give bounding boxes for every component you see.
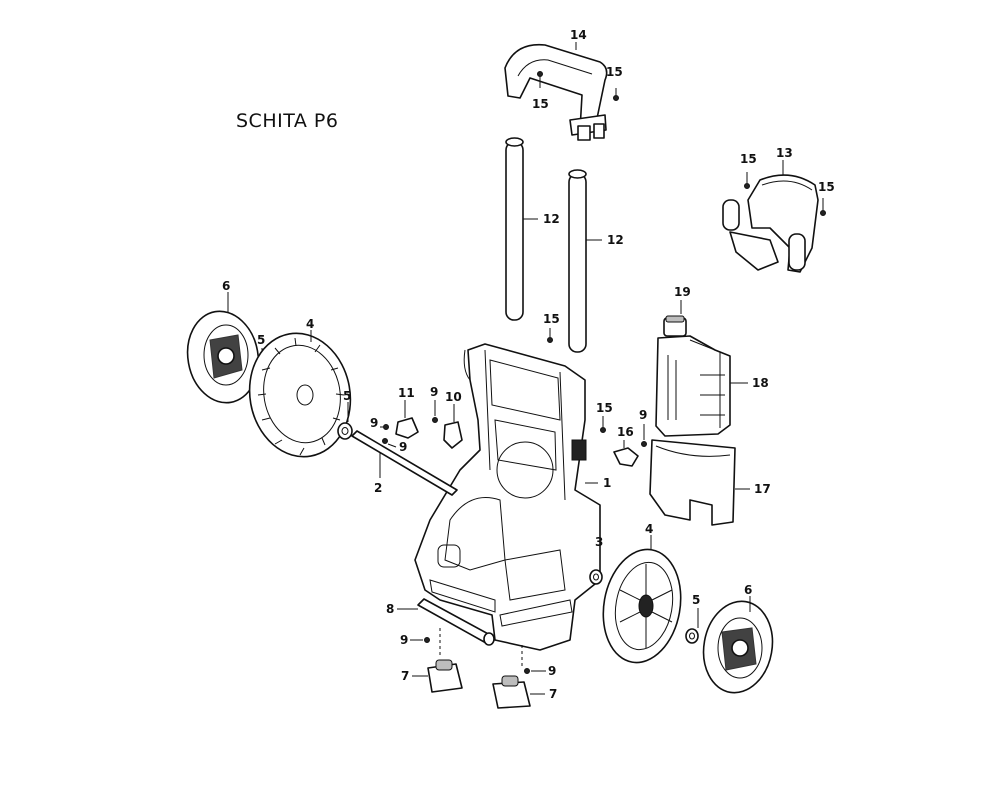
callout-13: 13: [776, 146, 793, 160]
part-detergent-bottle: [655, 300, 748, 437]
part-foot-left: [412, 659, 463, 693]
part-front-bar: [397, 598, 495, 646]
part-tube-right: [568, 169, 602, 353]
callout-12-left: 12: [543, 212, 560, 226]
part-bracket-11: [395, 400, 419, 439]
part-clip-10: [443, 404, 463, 449]
callout-5-right: 5: [692, 593, 700, 607]
part-axle: [351, 430, 458, 496]
screw-15-holder-left: [744, 172, 750, 189]
callout-15-handle-left: 15: [532, 97, 549, 111]
callout-15-handle-right: 15: [606, 65, 623, 79]
part-washer-right-outer: [685, 608, 699, 644]
screw-9-foot-right: [521, 645, 546, 674]
callout-12-right: 12: [607, 233, 624, 247]
part-wheel-right: [602, 535, 682, 664]
screw-15-frame-top: [547, 328, 553, 343]
part-hubcap-left: [186, 292, 260, 404]
callout-5-left-outer: 5: [257, 333, 265, 347]
part-handle: [504, 42, 608, 141]
part-main-frame: [414, 343, 601, 651]
callout-14: 14: [570, 28, 587, 42]
callout-18: 18: [752, 376, 769, 390]
screw-9-bracket-left: [380, 424, 389, 430]
callout-15-frame-top: 15: [543, 312, 560, 326]
screw-15-handle-left: [537, 71, 543, 88]
callout-16: 16: [617, 425, 634, 439]
callout-9-side: 9: [639, 408, 647, 422]
callout-6-right: 6: [744, 583, 752, 597]
callout-19: 19: [674, 285, 691, 299]
callout-2: 2: [374, 481, 382, 495]
screw-15-side: [600, 416, 606, 433]
callout-17: 17: [754, 482, 771, 496]
screw-15-handle-right: [613, 88, 619, 101]
callout-7-right: 7: [549, 687, 557, 701]
screw-15-holder-right: [820, 198, 826, 216]
callout-9-foot-right: 9: [548, 664, 556, 678]
callout-1: 1: [603, 476, 611, 490]
callout-15-holder-left: 15: [740, 152, 757, 166]
screw-9-bracket-top: [432, 400, 438, 423]
screw-9-bracket-low: [382, 438, 397, 448]
screw-9-side: [641, 424, 647, 447]
callout-10: 10: [445, 390, 462, 404]
callout-4-left: 4: [306, 317, 314, 331]
callout-8: 8: [386, 602, 394, 616]
part-clip-16: [613, 440, 639, 467]
callout-9-bracket-top: 9: [430, 385, 438, 399]
callout-15-holder-right: 15: [818, 180, 835, 194]
callout-3: 3: [595, 535, 603, 549]
callout-9-foot-left: 9: [400, 633, 408, 647]
part-foot-right: [492, 675, 545, 709]
callout-6-left: 6: [222, 279, 230, 293]
part-hubcap-right: [702, 596, 774, 694]
part-holder: [722, 160, 819, 273]
callout-4-right: 4: [645, 522, 653, 536]
callout-15-side: 15: [596, 401, 613, 415]
screw-9-foot-left: [410, 628, 441, 658]
callout-9-bracket-low: 9: [399, 440, 407, 454]
diagram-title: SCHITA P6: [236, 110, 339, 132]
part-washer-right-inner: [589, 550, 603, 585]
callout-11: 11: [398, 386, 415, 400]
part-washer-left-inner: [337, 402, 353, 440]
part-bottle-tray: [649, 439, 750, 526]
part-wheel-left: [248, 330, 352, 458]
callout-5-left-inner: 5: [343, 389, 351, 403]
callout-9-bracket-left: 9: [370, 416, 378, 430]
callout-7-left: 7: [401, 669, 409, 683]
part-tube-left: [505, 137, 538, 321]
